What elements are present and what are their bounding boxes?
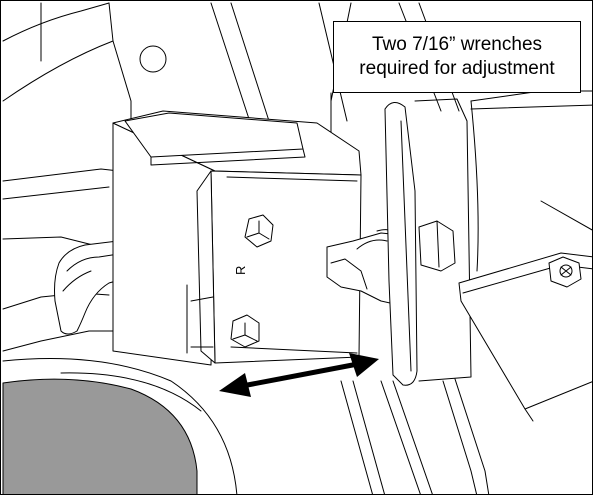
wheel (2, 358, 238, 494)
side-marking-label: R (233, 266, 248, 275)
callout-box: Two 7/16” wrenches required for adjustme… (333, 21, 581, 93)
top-bolt (244, 214, 274, 248)
mounting-hole (139, 45, 167, 73)
slotted-rail (384, 98, 472, 386)
callout-line-1: Two 7/16” wrenches (371, 34, 543, 55)
callout-line-2: required for adjustment (359, 58, 555, 79)
adjustment-arrow (219, 353, 379, 397)
bottom-bolt (230, 314, 260, 348)
right-screw (548, 256, 582, 288)
nut (418, 220, 456, 272)
